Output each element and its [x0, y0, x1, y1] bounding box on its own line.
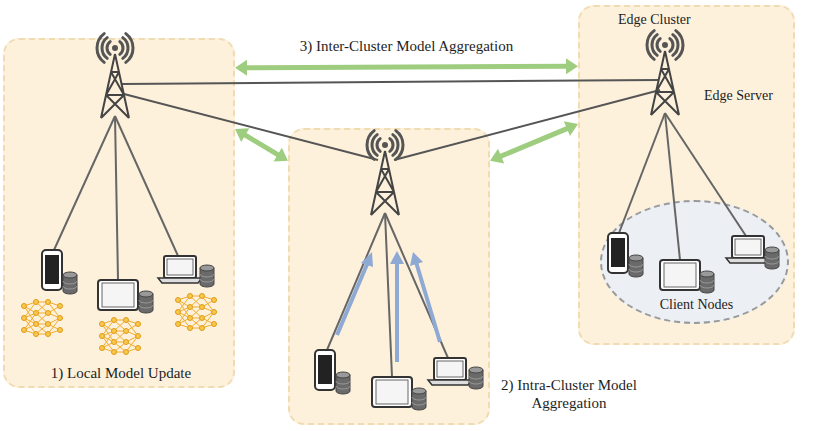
edge-server-tower — [367, 131, 403, 215]
database-icon — [139, 291, 153, 313]
arrow-head — [490, 149, 504, 164]
tablet-icon — [660, 260, 700, 290]
edge-server-tower — [647, 31, 683, 115]
phone-icon — [608, 233, 628, 273]
arrow-shaft — [244, 134, 280, 155]
database-icon — [629, 255, 643, 277]
node-label: 2) Intra-Cluster Model Aggregation — [494, 376, 644, 412]
node-label: Client Nodes — [602, 296, 791, 314]
neural-network-icon — [100, 318, 141, 355]
access-links — [54, 113, 746, 377]
node-label: Edge Server — [704, 87, 773, 105]
database-icon — [469, 367, 483, 389]
node-label: 1) Local Model Update — [5, 364, 237, 382]
database-icon — [336, 372, 350, 394]
tablet-icon — [372, 377, 412, 407]
neural-network-icon — [22, 300, 63, 337]
phone-icon — [42, 250, 62, 290]
upload-arrows — [337, 251, 440, 362]
laptop-icon — [726, 236, 770, 263]
database-icon — [200, 265, 214, 287]
phone-icon — [315, 350, 335, 390]
database-icon — [63, 272, 77, 294]
database-icon — [700, 271, 714, 293]
edge-server-tower — [97, 34, 133, 118]
aggregation-arrow — [235, 58, 578, 75]
database-icon — [765, 247, 779, 269]
laptop-icon — [428, 358, 472, 385]
edge-cluster-box: Edge ClusterEdge ServerClient Nodes — [578, 5, 795, 345]
arrow-head — [566, 58, 578, 74]
database-icon — [412, 388, 426, 410]
arrow-shaft — [245, 66, 568, 67]
aggregation-arrow — [490, 121, 578, 163]
laptop-icon — [158, 256, 202, 283]
node-label: Edge Cluster — [618, 11, 691, 29]
tablet-icon — [98, 280, 138, 310]
arrow-head — [564, 121, 578, 136]
arrow-head — [235, 60, 247, 76]
edge-label: 3) Inter-Cluster Model Aggregation — [300, 37, 513, 55]
neural-network-icon — [176, 294, 217, 331]
arrow-head — [274, 148, 288, 162]
arrow-shaft — [499, 128, 569, 157]
aggregation-arrow — [235, 128, 288, 161]
arrow-head — [235, 128, 249, 142]
